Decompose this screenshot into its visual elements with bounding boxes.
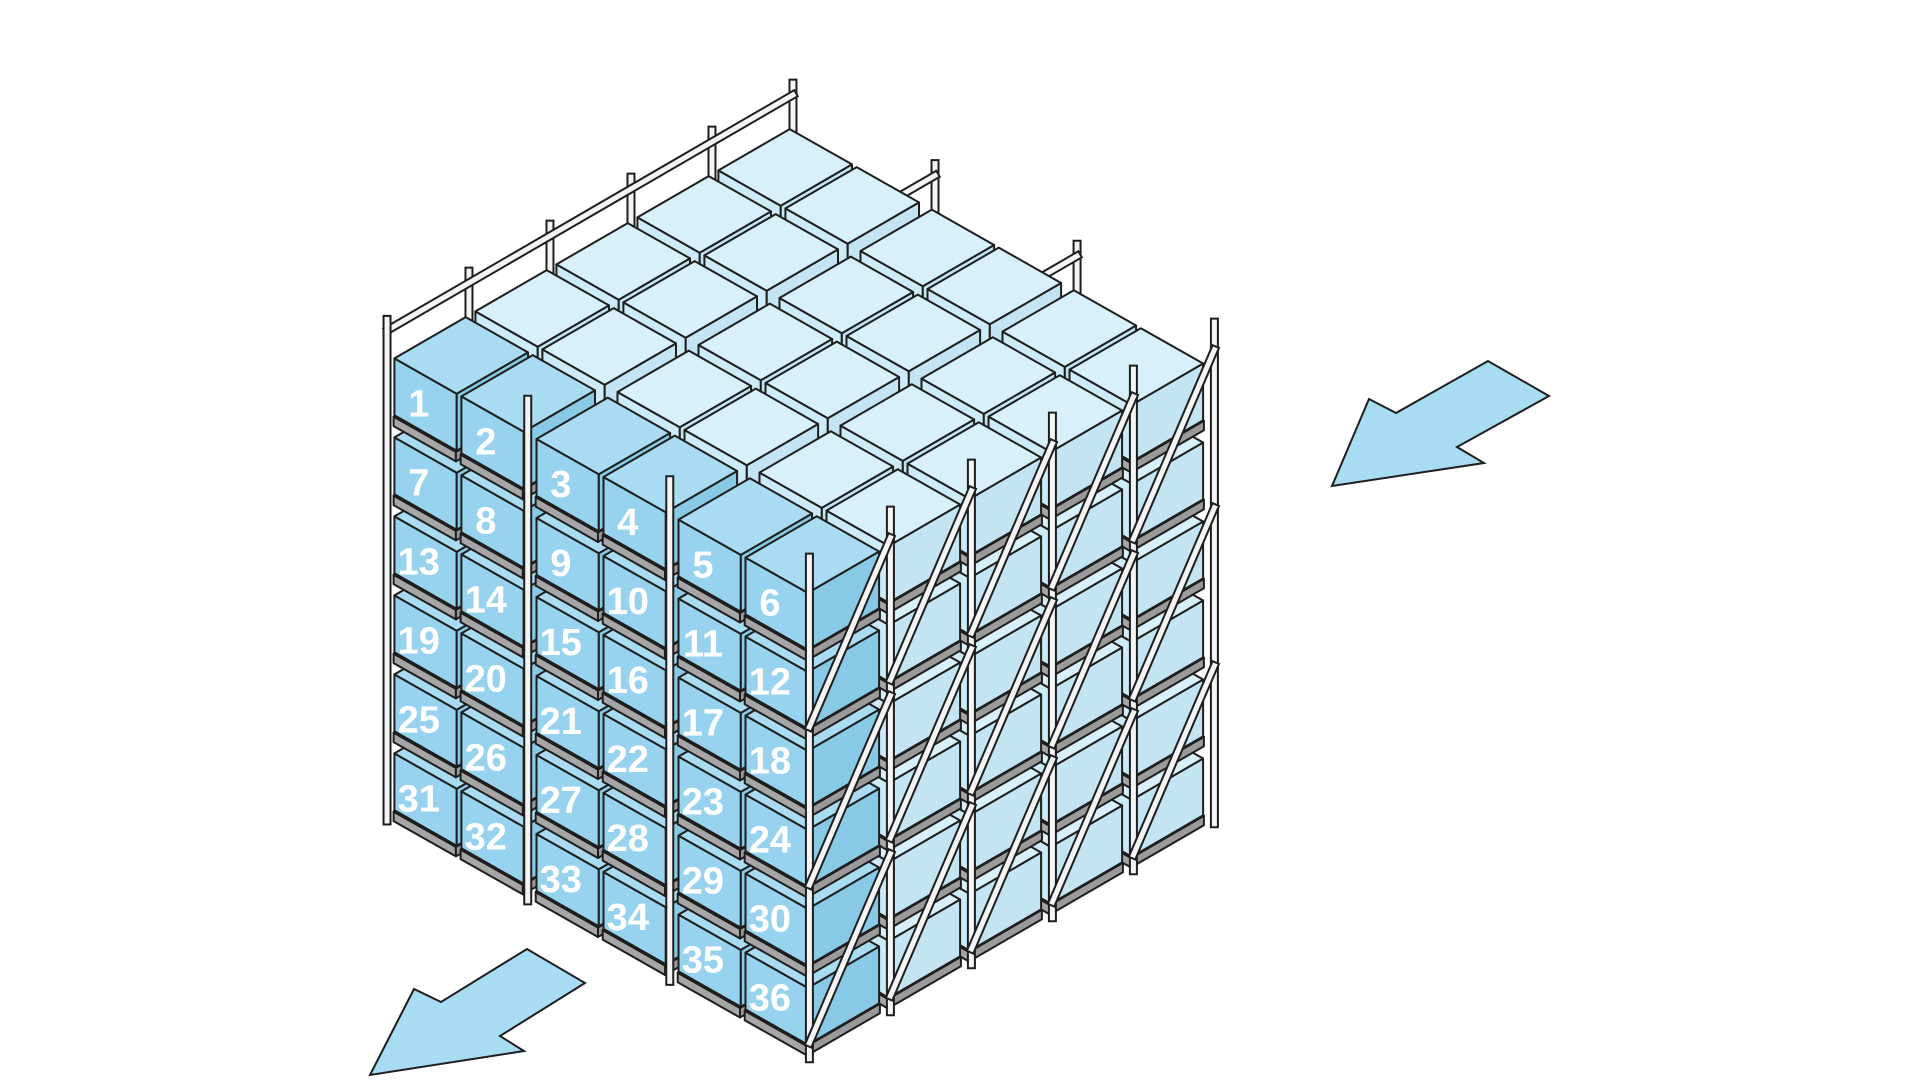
slot-number: 29 [682,861,724,903]
back-box-top [926,246,1063,326]
rack-brace [1049,709,1137,906]
slot-labels: 3132333435362526272829301920212223241314… [398,384,791,1020]
slot-number: 18 [749,741,791,783]
rack-brace [887,803,975,1000]
slot-number: 14 [465,580,507,622]
rack-brace [1130,662,1218,859]
slot-number: 24 [749,820,791,862]
back-box-top [474,269,610,348]
back-box-top [758,430,895,509]
slot-number: 33 [540,859,582,901]
back-box-top [622,260,758,339]
front-box-top [535,396,672,476]
back-box-top [697,302,834,382]
back-box-top [636,175,772,254]
slot-number: 11 [683,624,723,666]
slot-number: 34 [607,897,649,939]
back-box-top [555,222,691,301]
back-box-top [920,336,1057,415]
slot-number: 5 [692,545,713,587]
slot-number: 17 [682,703,724,745]
slot-number: 3 [550,464,571,506]
slot-number: 36 [749,978,791,1020]
back-box-top [778,255,915,335]
slot-number: 15 [540,622,582,664]
slot-number: 20 [465,659,507,701]
slot-number: 8 [475,501,496,543]
slot-number: 19 [398,621,440,663]
slot-number: 22 [607,739,649,781]
rack-brace [887,487,975,684]
slot-number: 6 [759,583,780,625]
rack-brace [887,645,975,842]
slot-number: 25 [398,700,440,742]
back-box-top [703,213,839,292]
back-box-top [839,383,976,462]
rack-brace [806,534,894,731]
back-box-top [784,166,920,245]
unloading-direction-arrow [368,947,587,1077]
back-box-top [717,128,853,207]
front-box-top [602,434,739,514]
front-box-top [677,477,814,556]
rack-brace [968,598,1056,795]
rack-brace [1130,504,1218,701]
back-box-top [616,349,753,429]
slot-number: 12 [749,662,791,704]
slot-number: 21 [540,701,582,743]
slot-number: 1 [408,384,429,426]
front-rack-frames [382,314,1221,1064]
back-box-top [541,307,677,386]
slot-number: 35 [682,940,724,982]
slot-number: 28 [607,818,649,860]
rack-brace [806,850,894,1047]
back-box-top [859,208,996,288]
back-box-top [845,293,982,373]
loading-direction-arrow [1330,359,1552,488]
front-box-top [393,316,529,395]
slot-number: 10 [607,581,649,623]
slot-number: 2 [475,422,496,464]
rack-top-rail [384,91,797,334]
pallet-boxes [392,128,1205,1057]
slot-number: 27 [540,780,582,822]
rack-brace [806,692,894,889]
back-box-top [764,340,901,420]
slot-number: 16 [607,660,649,702]
rack-brace [968,440,1056,637]
slot-number: 13 [398,542,440,584]
back-box-top [1001,289,1138,368]
rack-brace [1049,393,1137,590]
slot-number: 30 [749,899,791,941]
slot-number: 23 [682,782,724,824]
rack-brace [1130,346,1218,543]
back-box-top [683,387,820,467]
slot-number: 26 [465,738,507,780]
slot-number: 4 [617,502,638,544]
rack-brace [1049,551,1137,748]
slot-number: 31 [398,779,440,821]
slot-number: 9 [550,543,571,585]
slot-number: 32 [465,817,507,859]
rack-brace [968,756,1056,953]
slot-number: 7 [408,463,429,505]
front-box-top [460,354,596,433]
